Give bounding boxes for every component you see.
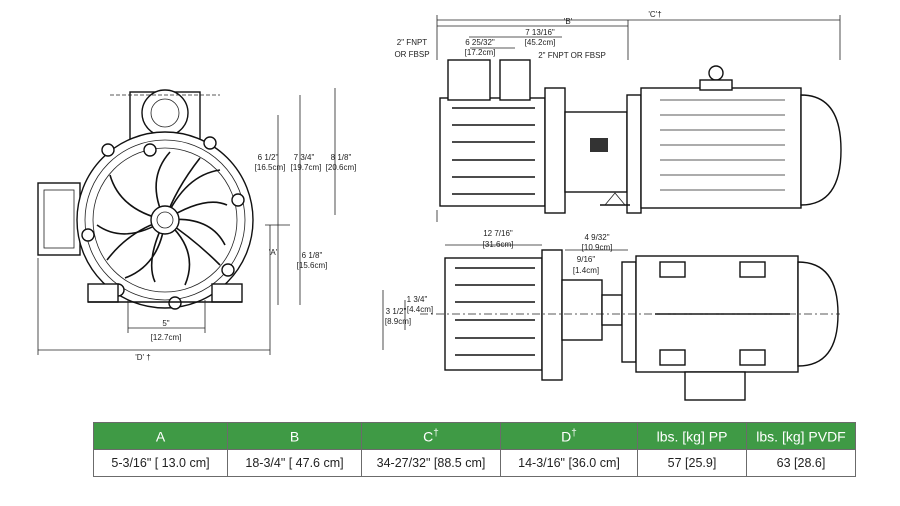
header-weight-pp: lbs. [kg] PP [637, 422, 747, 450]
dim-8-125-cm-label: [20.6cm] [326, 163, 357, 172]
cell-c: 34-27/32" [88.5 cm] [361, 449, 501, 477]
header-b: B [227, 422, 362, 450]
dim-c-label: 'C'† [648, 10, 661, 19]
dim-6-125-cm-label: [15.6cm] [297, 261, 328, 270]
dim-12-4375-cm-label: [31.6cm] [483, 240, 514, 249]
side-view [436, 15, 842, 222]
dim-6-78-cm-label: [17.2cm] [465, 48, 496, 57]
table-row: 5-3/16" [ 13.0 cm] 18-3/4" [ 47.6 cm] 34… [93, 449, 856, 477]
outlet-label: 2" FNPT OR FBSP [538, 51, 606, 60]
dim-6-78-label: 6 25/32" [465, 38, 495, 47]
header-weight-pvdf: lbs. [kg] PVDF [746, 422, 856, 450]
dim-6-5-cm-label: [16.5cm] [255, 163, 286, 172]
dimension-table: A B C† D† lbs. [kg] PP lbs. [kg] PVDF 5-… [93, 422, 856, 477]
dim-7-75-label: 7 3/4" [294, 153, 315, 162]
dim-9-16-cm-label: [1.4cm] [573, 266, 599, 275]
dim-6-5-label: 6 1/2" [258, 153, 279, 162]
cell-weight-pvdf: 63 [28.6] [746, 449, 856, 477]
dim-3-5-cm-label: [8.9cm] [385, 317, 411, 326]
cell-b: 18-3/4" [ 47.6 cm] [227, 449, 362, 477]
dim-5-label: 5" [162, 319, 169, 328]
header-d: D† [500, 422, 638, 450]
dim-1-75-cm-label: [4.4cm] [407, 305, 433, 314]
dim-8-125-label: 8 1/8" [331, 153, 352, 162]
front-view [37, 88, 336, 355]
dim-12-4375-label: 12 7/16" [483, 229, 513, 238]
dim-b-label: 'B' [564, 17, 573, 26]
cell-d: 14-3/16" [36.0 cm] [500, 449, 638, 477]
dim-7-8125-label: 7 13/16" [525, 28, 555, 37]
dim-9-16-label: 9/16" [577, 255, 596, 264]
dim-4-28-cm-label: [10.9cm] [582, 243, 613, 252]
dimension-table-header: A B C† D† lbs. [kg] PP lbs. [kg] PVDF [93, 422, 856, 450]
pump-dimension-drawing: 'D' † 'A' 5" [12.7cm] 6 1/2" [16.5cm] 7 … [37, 10, 842, 401]
cell-weight-pp: 57 [25.9] [637, 449, 747, 477]
inlet-label-1: 2" FNPT [397, 38, 428, 47]
header-c: C† [361, 422, 501, 450]
dim-7-75-cm-label: [19.7cm] [291, 163, 322, 172]
dim-3-5-label: 3 1/2" [386, 307, 407, 316]
dim-d-label: 'D' † [135, 353, 151, 362]
dim-7-8125-cm-label: [45.2cm] [525, 38, 556, 47]
dim-6-125-label: 6 1/8" [302, 251, 323, 260]
dim-a-label: 'A' [269, 248, 278, 257]
inlet-label-2: OR FBSP [394, 50, 429, 59]
dim-4-28-label: 4 9/32" [584, 233, 609, 242]
dim-5-cm-label: [12.7cm] [151, 333, 182, 342]
cell-a: 5-3/16" [ 13.0 cm] [93, 449, 228, 477]
top-view [382, 244, 840, 401]
header-a: A [93, 422, 228, 450]
dim-1-75-label: 1 3/4" [407, 295, 428, 304]
